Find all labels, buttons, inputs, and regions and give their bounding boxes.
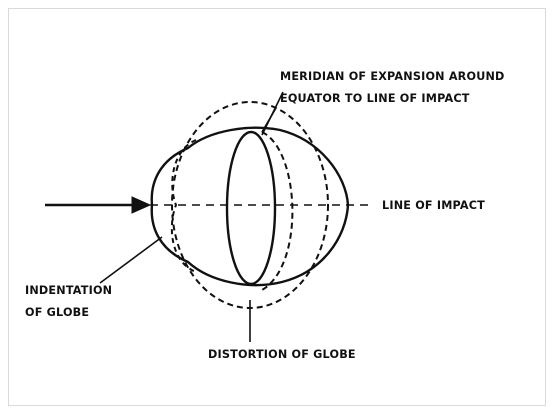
diagram-frame [8, 8, 546, 406]
meridian-ellipse [225, 130, 277, 286]
indentation-dashed-outline [170, 139, 197, 273]
meridian-leader-line-2 [261, 107, 277, 133]
label-indentation-line2: OF GLOBE [25, 306, 89, 319]
dashed-meridian-right [261, 131, 294, 291]
impact-arrow-head [131, 196, 152, 214]
label-indentation-line1: INDENTATION [25, 284, 112, 297]
label-meridian-line2: EQUATOR TO LINE OF IMPACT [280, 92, 470, 105]
label-meridian-line1: MERIDIAN OF EXPANSION AROUND [280, 70, 505, 83]
globe-outline [150, 126, 350, 287]
label-line-of-impact: LINE OF IMPACT [382, 199, 485, 212]
indentation-leader-line [99, 236, 163, 284]
label-distortion: DISTORTION OF GLOBE [208, 348, 356, 361]
